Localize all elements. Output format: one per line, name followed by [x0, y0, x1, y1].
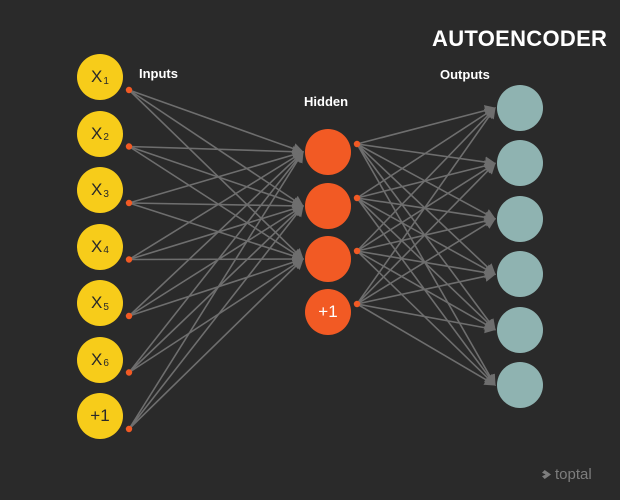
hidden-edge-dot — [353, 300, 361, 308]
input-node-subscript: 1 — [103, 75, 109, 87]
input-to-hidden-edge — [128, 200, 305, 212]
input-to-hidden-edge — [128, 258, 304, 430]
hidden-to-output-edge — [356, 270, 497, 305]
input-to-hidden-edge — [128, 151, 304, 261]
brand-watermark: toptal — [542, 466, 592, 483]
input-node-label: X — [91, 236, 103, 256]
input-to-hidden-edge — [128, 89, 305, 154]
input-edge-dot — [125, 256, 133, 263]
hidden-to-output-edge — [356, 162, 496, 305]
input-node-label: X — [91, 180, 103, 199]
output-node — [497, 306, 543, 353]
input-to-hidden-edge — [128, 145, 305, 209]
inputs-label: Inputs — [139, 66, 178, 81]
hidden-to-output-edge — [356, 197, 497, 223]
input-node-label: X — [91, 349, 103, 369]
input-to-hidden-edge — [128, 256, 305, 317]
hidden-to-output-edge — [356, 197, 496, 386]
input-to-hidden-edge — [128, 151, 304, 373]
input-node: +1 — [77, 393, 123, 439]
hidden-node — [305, 129, 351, 175]
input-edge-dot — [125, 143, 133, 150]
input-node-label: X — [91, 293, 103, 312]
input-edge-dot — [125, 312, 133, 320]
hidden-to-output-edge — [356, 197, 496, 331]
input-to-hidden-edge — [128, 89, 304, 207]
input-node-subscript: 6 — [103, 358, 109, 369]
input-edge-dot — [125, 425, 133, 433]
input-node-label: +1 — [90, 406, 110, 425]
input-node-subscript: 2 — [103, 132, 109, 143]
hidden-to-output-edge — [356, 107, 496, 199]
hidden-to-output-edge — [356, 303, 497, 334]
hidden-to-output-edge — [356, 218, 496, 305]
input-node-label: X — [91, 67, 103, 86]
brand-text: toptal — [555, 466, 592, 483]
input-to-hidden-edge — [128, 205, 304, 430]
hidden-to-output-edge — [356, 250, 496, 386]
output-node — [497, 140, 543, 187]
output-node — [497, 362, 543, 408]
hidden-edge-dot — [353, 247, 361, 255]
input-to-hidden-edge — [128, 151, 304, 430]
input-to-hidden-edge — [128, 253, 305, 265]
hidden-edge-dot — [353, 140, 361, 148]
input-to-hidden-edge — [128, 149, 305, 204]
diagram-title: AUTOENCODER — [432, 26, 608, 51]
input-to-hidden-edge — [128, 145, 304, 260]
hidden-to-output-edge — [356, 107, 496, 305]
input-node-subscript: 5 — [103, 301, 109, 313]
hidden-to-output-edge — [356, 160, 497, 199]
hidden-to-output-edge — [356, 250, 497, 279]
hidden-node-label: +1 — [318, 302, 338, 321]
hidden-bias-node: +1 — [305, 289, 351, 335]
outputs-label: Outputs — [440, 67, 490, 82]
hidden-to-output-edge — [356, 197, 496, 275]
input-to-hidden-edge — [128, 151, 304, 317]
input-edge-dot — [125, 86, 133, 94]
hidden-node — [305, 183, 351, 229]
input-to-hidden-edge — [128, 145, 305, 158]
input-to-hidden-edge — [128, 258, 304, 374]
input-edge-dot — [125, 369, 133, 376]
output-node — [497, 195, 543, 242]
input-to-hidden-edge — [128, 89, 304, 260]
hidden-edge-dot — [353, 194, 361, 202]
hidden-to-output-edge — [356, 250, 496, 331]
input-node-subscript: 3 — [103, 188, 109, 200]
input-to-hidden-edge — [128, 203, 305, 261]
hidden-to-output-edge — [356, 303, 496, 386]
input-to-hidden-edge — [128, 202, 305, 262]
input-node-subscript: 4 — [103, 245, 109, 256]
output-node — [497, 85, 543, 131]
toptal-logo-icon — [542, 470, 551, 479]
output-node — [497, 251, 543, 298]
input-edge-dot — [125, 199, 133, 207]
hidden-to-output-edge — [356, 107, 496, 252]
hidden-node — [305, 236, 351, 282]
hidden-to-output-edge — [356, 215, 497, 252]
input-node-label: X — [91, 123, 103, 143]
hidden-label: Hidden — [304, 94, 349, 109]
hidden-to-output-edge — [356, 105, 497, 145]
